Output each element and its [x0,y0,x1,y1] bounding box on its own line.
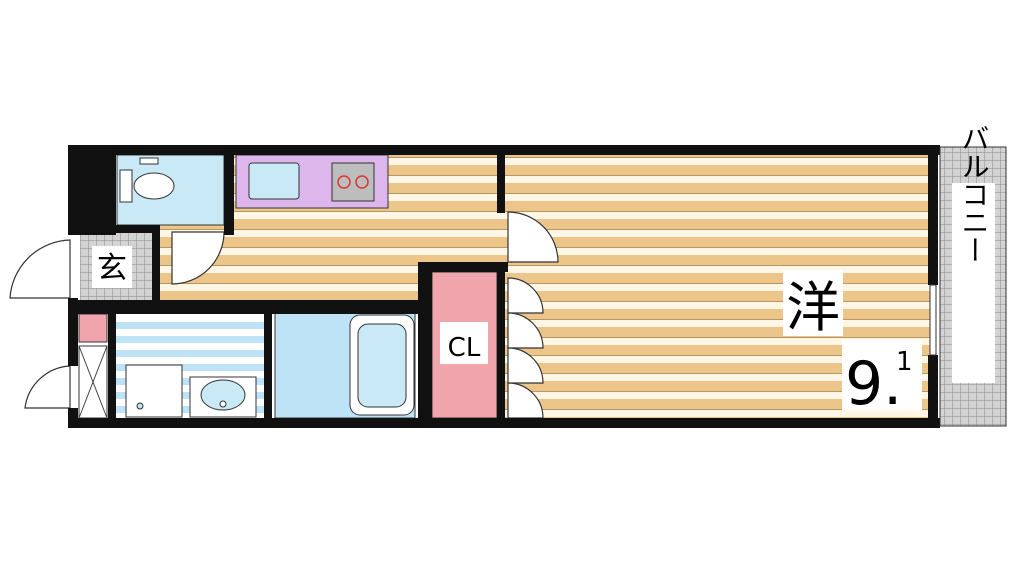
kitchen-sink [248,162,300,200]
walls [68,145,940,428]
closet-label: CL [448,333,481,363]
side-door-swing [24,365,71,409]
room-door-swing [507,211,559,263]
front-door-swing [9,239,71,299]
stove-icon [331,162,375,202]
room-size-label: 9. [845,349,902,419]
washing-machine [125,364,183,418]
entrance-label: 玄 [97,251,127,286]
toilet-door-swing [171,231,225,285]
toilet-icon [119,157,175,203]
shoe-cabinet [78,313,108,343]
room-type-label: 洋 [786,276,840,339]
balcony-label: バルコニー [958,124,991,264]
room-size-decimal: 1 [896,347,913,377]
